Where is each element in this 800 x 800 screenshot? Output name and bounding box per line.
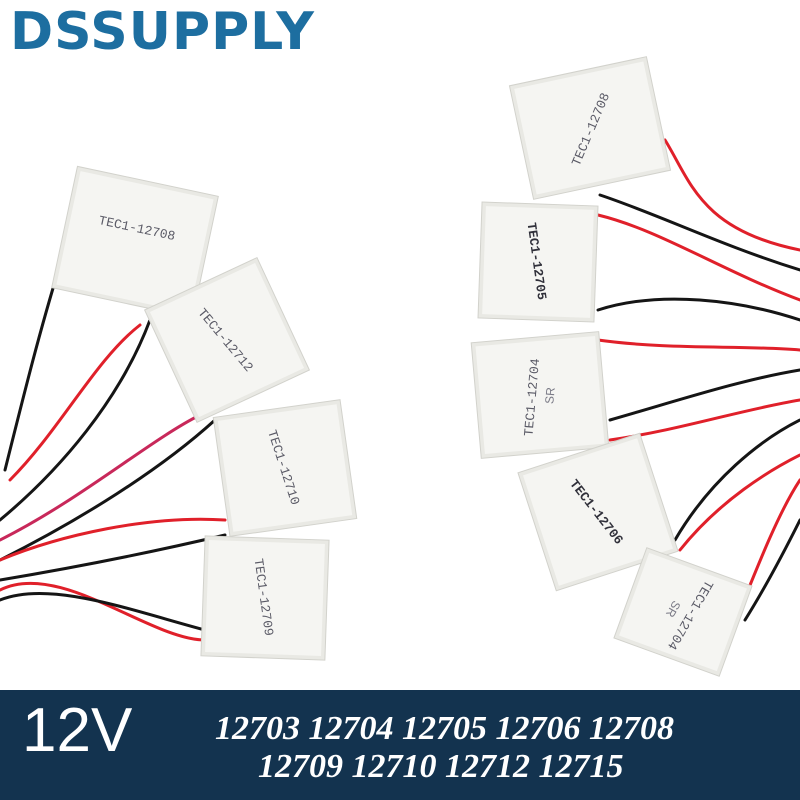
black-wire [0,592,207,632]
peltier-module: TEC1-12709 [200,535,330,661]
voltage-label: 12V [22,696,133,765]
model-list-line-1: 12703 12704 12705 12706 12708 [215,710,674,747]
black-wire [608,368,800,422]
brand-logo: DSSUPPLY [10,2,315,62]
peltier-module: TEC1-12704 SR [613,547,753,677]
peltier-module: TEC1-12710 [212,399,358,537]
black-wire [0,318,152,522]
black-wire [0,533,227,582]
red-wire [0,517,227,562]
red-wire [0,581,207,642]
peltier-module: TEC1-12708 [508,56,672,200]
black-wire [596,297,800,322]
black-wire [0,418,217,562]
module-label: TEC1-12704 [521,358,543,437]
model-list-line-2: 12709 12710 12712 12715 [258,748,624,785]
peltier-module: TEC1-12705 [477,201,599,323]
wires [0,138,800,642]
peltier-module: TEC1-12708 [51,165,219,319]
red-wire [596,338,800,352]
red-wire [596,213,800,302]
peltier-module: TEC1-12706 [517,432,679,592]
red-wire [663,138,800,252]
black-wire [673,418,800,542]
module-sublabel: SR [542,386,557,404]
red-wire [0,413,202,542]
peltier-module: TEC1-12712 [143,256,311,424]
red-wire [8,323,142,482]
black-wire [743,518,800,622]
peltier-module: TEC1-12704 SR [470,331,610,459]
black-wire [3,263,62,472]
black-wire [598,193,800,272]
model-banner: 12V 12703 12704 12705 12706 12708 12709 … [0,690,800,800]
red-wire [678,453,800,552]
